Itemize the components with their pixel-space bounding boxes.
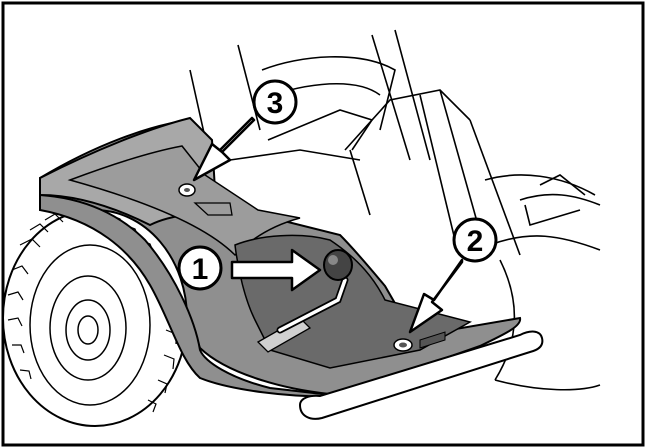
step-ridge (193, 202, 233, 216)
drain-plug-handle (276, 249, 353, 334)
right-drain-hole (393, 331, 446, 352)
rear-drain-hole (178, 183, 196, 197)
callout-3: 3 (252, 79, 298, 125)
callout-arrow-1 (230, 248, 322, 292)
callout-arrow-3 (192, 116, 256, 182)
callout-3-number: 3 (267, 87, 284, 120)
front-bumper (298, 330, 544, 420)
callout-2: 2 (452, 217, 498, 263)
callout-1-number: 1 (192, 253, 209, 286)
floor-pan-inner (67, 145, 301, 257)
callout-1: 1 (177, 245, 223, 291)
callout-arrow-2 (408, 258, 464, 334)
callout-2-number: 2 (467, 225, 484, 258)
